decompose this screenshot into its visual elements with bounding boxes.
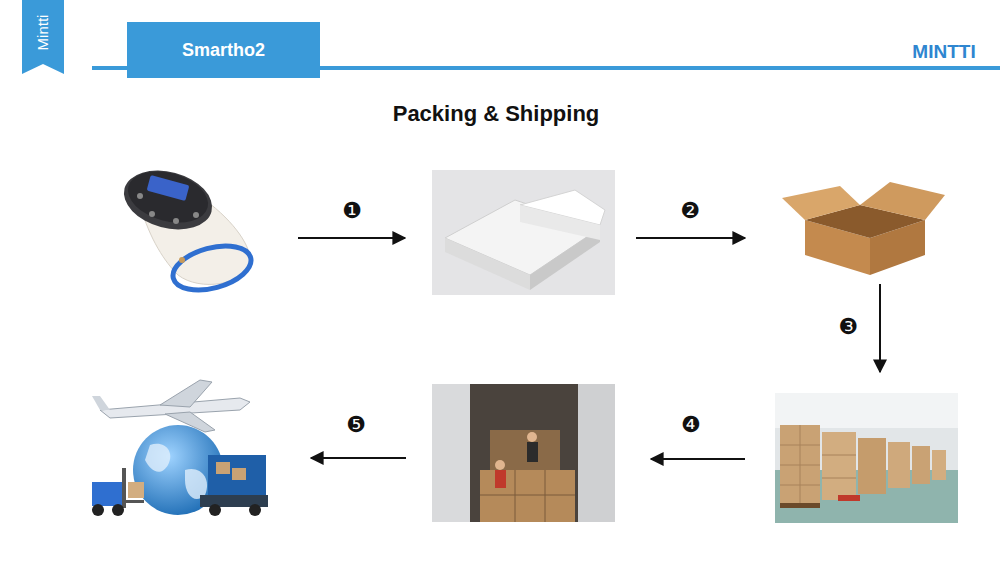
- product-tab: Smartho2: [127, 22, 320, 78]
- callout-number: ❺: [346, 412, 366, 437]
- node-text: Mintti: [35, 14, 52, 50]
- flow-arrow: [636, 237, 745, 239]
- warehouse-photo: [775, 393, 958, 523]
- callout-number-text: ❹: [681, 412, 701, 437]
- shipping-illustration: [92, 380, 268, 516]
- callout-number: ❶: [342, 198, 362, 223]
- device-illustration: [117, 161, 256, 297]
- callout-number-text: ❺: [346, 412, 366, 437]
- callout-number: ❸: [838, 314, 858, 339]
- brand-name-text: MINTTI: [912, 41, 975, 62]
- node-text: Smartho2: [182, 40, 265, 61]
- brand-ribbon: Mintti: [22, 0, 64, 74]
- callout-number-text: ❷: [680, 198, 700, 223]
- carton-box: [782, 182, 945, 275]
- container-photo: [432, 384, 615, 522]
- title-text: Packing & Shipping: [393, 101, 600, 126]
- ribbon-fill: [22, 0, 64, 74]
- gift-box-photo: [432, 170, 615, 295]
- callout-number-text: ❶: [342, 198, 362, 223]
- callout-number-text: ❸: [838, 314, 858, 339]
- callout-number: ❷: [680, 198, 700, 223]
- callout-number: ❹: [681, 412, 701, 437]
- flow-arrow: [311, 457, 406, 459]
- flow-arrow: [298, 237, 405, 239]
- flow-arrow: [879, 284, 881, 372]
- slide-title: Packing & Shipping: [393, 101, 600, 127]
- flow-arrows: [298, 238, 880, 459]
- flow-arrow: [651, 458, 745, 460]
- brand-name: MINTTI: [912, 41, 975, 63]
- tab-fill: [127, 22, 320, 78]
